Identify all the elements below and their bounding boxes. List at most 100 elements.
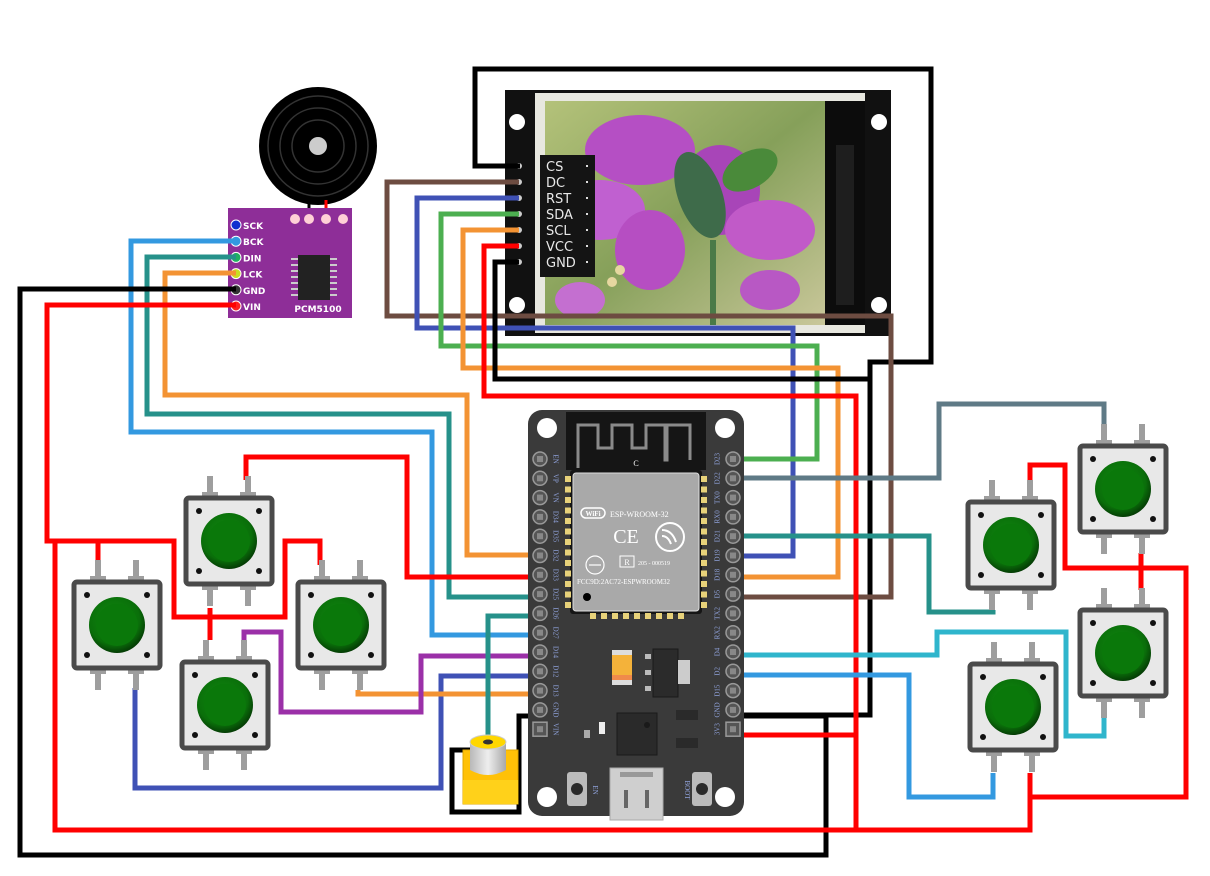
fcc-label: FCC9D:2AC72-ESPWROOM32 [577,578,670,586]
esp-pin-label: D25 [552,588,560,601]
esp-pin-label: VP [552,474,560,483]
button-leg [245,476,251,498]
boot-button-label: BOOT [683,780,691,800]
push-button-5[interactable]: Button 5 [965,480,1057,610]
button-leg [133,560,139,582]
tft-pin-label: VCC [546,240,573,255]
wifi-logo [580,507,606,519]
usb-port[interactable] [609,767,664,821]
button-leg [989,480,995,502]
esp-pin-label: D33 [552,569,560,582]
esp-pin-label: D19 [714,549,722,562]
pcm-gnd-wire [17,286,829,858]
tft-pin-label: SCL [546,224,571,239]
esp-pin-label: 3V3 [714,723,722,736]
pcm-model-label: PCM5100 [294,305,341,315]
push-button-8[interactable]: Button 8 [967,642,1059,772]
esp-pin-label: D22 [714,472,722,485]
push-button-6[interactable]: Button 6 [1077,424,1169,554]
smd-components [584,648,698,756]
button-leg [989,588,995,610]
esp-pin-label: D15 [714,684,722,697]
esp-pin-label: TX0 [714,491,722,504]
esp-pin-label: VN [552,493,560,503]
esp-pin-label: GND [714,702,722,717]
pcm-pin-label: LCK [243,271,263,281]
speaker-cone-center [309,137,327,155]
tft-scl-wire [460,227,841,580]
mount-hole [509,297,525,313]
button-leg [1139,532,1145,554]
pcm-pin-label: BCK [243,238,264,248]
antenna-trace [576,423,692,468]
button-leg [207,476,213,498]
btn-vcc-bus [98,538,323,620]
button-leg [1027,588,1033,610]
pcm-chip [291,255,337,300]
jack-signal-wire [485,613,540,740]
esp-pin-label: EN [552,454,560,463]
pcm-din-wire [144,254,540,600]
module-label: ESP-WROOM-32 [610,510,669,519]
tft-pin-label: DC [546,176,565,191]
push-button-3[interactable]: Button 3 [295,560,387,690]
tft-pin-label: CS [546,160,563,175]
btn-right-vcc-bus [1027,462,1189,800]
button-leg [357,668,363,690]
button-leg [991,642,997,664]
button-leg [95,560,101,582]
button-leg [207,584,213,606]
esp-pin-label: RX0 [714,510,722,524]
pcm-pin-label: DIN [243,254,261,264]
esp-pin-label: GND [552,702,560,717]
boot-button[interactable] [692,772,712,806]
esp-pin-label: D35 [552,530,560,543]
esp-pin-label: D23 [714,452,722,465]
btn2-signal-wire [243,454,540,580]
mount-hole [537,418,557,438]
mount-hole [715,787,735,807]
tft-sda-wire [438,211,820,462]
pcm-pin-label: GND [243,287,265,297]
mount-hole [871,114,887,130]
module-dot [583,593,591,601]
pcm-pin-label: VIN [243,303,261,313]
telec-mark-icon [585,555,605,575]
button-leg [95,668,101,690]
esp-pin-label: D14 [552,646,560,659]
esp-wroom-module [572,472,700,612]
mount-hole [537,787,557,807]
esp-pin-label: VIN [552,723,560,735]
button-leg [241,640,247,662]
tft-pin-label-box [540,155,595,277]
esp-pin-label: D34 [552,511,560,524]
button-leg [1101,696,1107,718]
antenna-mark: C [633,459,638,468]
pcm-pin-sck [230,219,242,231]
cert-label: 205 - 000519 [638,561,670,567]
push-button-2[interactable]: Button 2 [183,476,275,606]
en-button[interactable] [567,772,587,806]
button-leg [1029,750,1035,772]
esp-pin-label: D5 [714,589,722,598]
button-leg [357,560,363,582]
button-leg [1101,532,1107,554]
reg-mark: R [624,558,630,567]
esp-pin-label: D18 [714,568,722,581]
mount-hole [715,418,735,438]
tft-pin-label: RST [546,192,571,207]
push-button-1[interactable]: Button 1 [71,560,163,690]
tft-rst-wire [414,195,796,559]
esp32-antenna-area [566,412,706,470]
esp-pin-label: D26 [552,607,560,620]
push-button-7[interactable]: Button 7 [1077,588,1169,718]
speaker [259,87,377,219]
button-leg [991,750,997,772]
wifi-logo-text: WiFi [585,510,600,518]
push-button-4[interactable]: Button 4 [179,640,271,770]
mount-hole [871,297,887,313]
button-leg [1029,642,1035,664]
esp-pin-label: TX2 [714,606,722,619]
